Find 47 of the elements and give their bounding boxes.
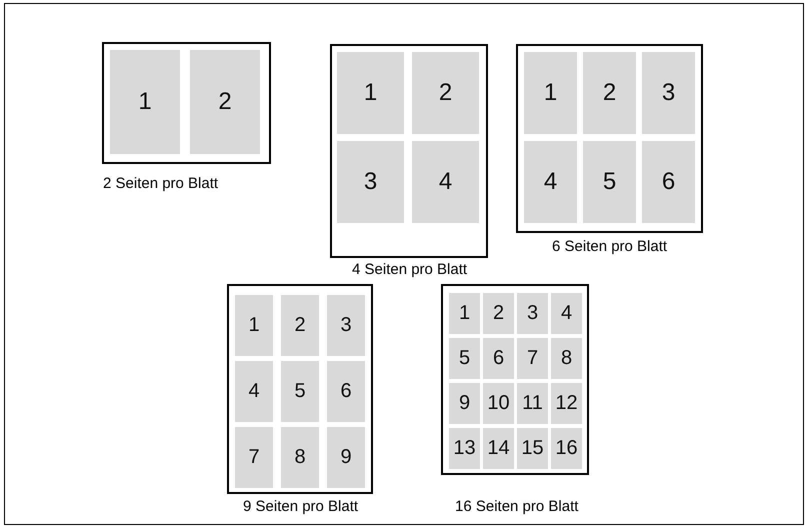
page-thumbnail: 3 <box>327 295 365 356</box>
page-thumbnail: 2 <box>483 293 514 334</box>
page-thumbnail: 14 <box>483 428 514 469</box>
paper-sheet <box>441 284 589 475</box>
page-thumbnail: 13 <box>449 428 480 469</box>
page-thumbnail: 2 <box>190 50 260 154</box>
page-thumbnail: 16 <box>551 428 582 469</box>
page-thumbnail: 1 <box>524 52 577 134</box>
sheet-label: 9 Seiten pro Blatt <box>243 498 358 515</box>
paper-sheet <box>516 44 703 233</box>
page-thumbnail: 9 <box>449 383 480 424</box>
paper-sheet <box>330 44 488 258</box>
page-thumbnail: 7 <box>235 427 273 488</box>
page-thumbnail: 3 <box>642 52 695 134</box>
page-thumbnail: 8 <box>551 338 582 379</box>
page-thumbnail: 10 <box>483 383 514 424</box>
page-thumbnail: 6 <box>327 361 365 422</box>
page-thumbnail: 5 <box>281 361 319 422</box>
page-thumbnail: 5 <box>449 338 480 379</box>
page-thumbnail: 4 <box>235 361 273 422</box>
page-thumbnail: 4 <box>412 141 479 223</box>
page-thumbnail: 4 <box>551 293 582 334</box>
page-thumbnail: 6 <box>483 338 514 379</box>
page-thumbnail: 11 <box>517 383 548 424</box>
page-thumbnail: 8 <box>281 427 319 488</box>
page-thumbnail: 2 <box>583 52 636 134</box>
page-thumbnail: 15 <box>517 428 548 469</box>
sheet-label: 6 Seiten pro Blatt <box>552 238 668 255</box>
page-thumbnail: 12 <box>551 383 582 424</box>
page-thumbnail: 1 <box>110 50 180 154</box>
page-thumbnail: 1 <box>449 293 480 334</box>
page-thumbnail: 3 <box>517 293 548 334</box>
page-thumbnail: 6 <box>642 141 695 223</box>
page-thumbnail: 5 <box>583 141 636 223</box>
sheet-label: 16 Seiten pro Blatt <box>455 498 578 515</box>
paper-sheet <box>102 42 271 164</box>
page-thumbnail: 1 <box>235 295 273 356</box>
page-thumbnail: 2 <box>281 295 319 356</box>
sheet-label: 2 Seiten pro Blatt <box>103 175 218 192</box>
page-thumbnail: 4 <box>524 141 577 223</box>
page-thumbnail: 3 <box>337 141 404 223</box>
page-thumbnail: 1 <box>337 52 404 134</box>
paper-sheet <box>227 284 373 494</box>
page-thumbnail: 9 <box>327 427 365 488</box>
sheet-label: 4 Seiten pro Blatt <box>352 261 468 278</box>
page-thumbnail: 7 <box>517 338 548 379</box>
page-thumbnail: 2 <box>412 52 479 134</box>
